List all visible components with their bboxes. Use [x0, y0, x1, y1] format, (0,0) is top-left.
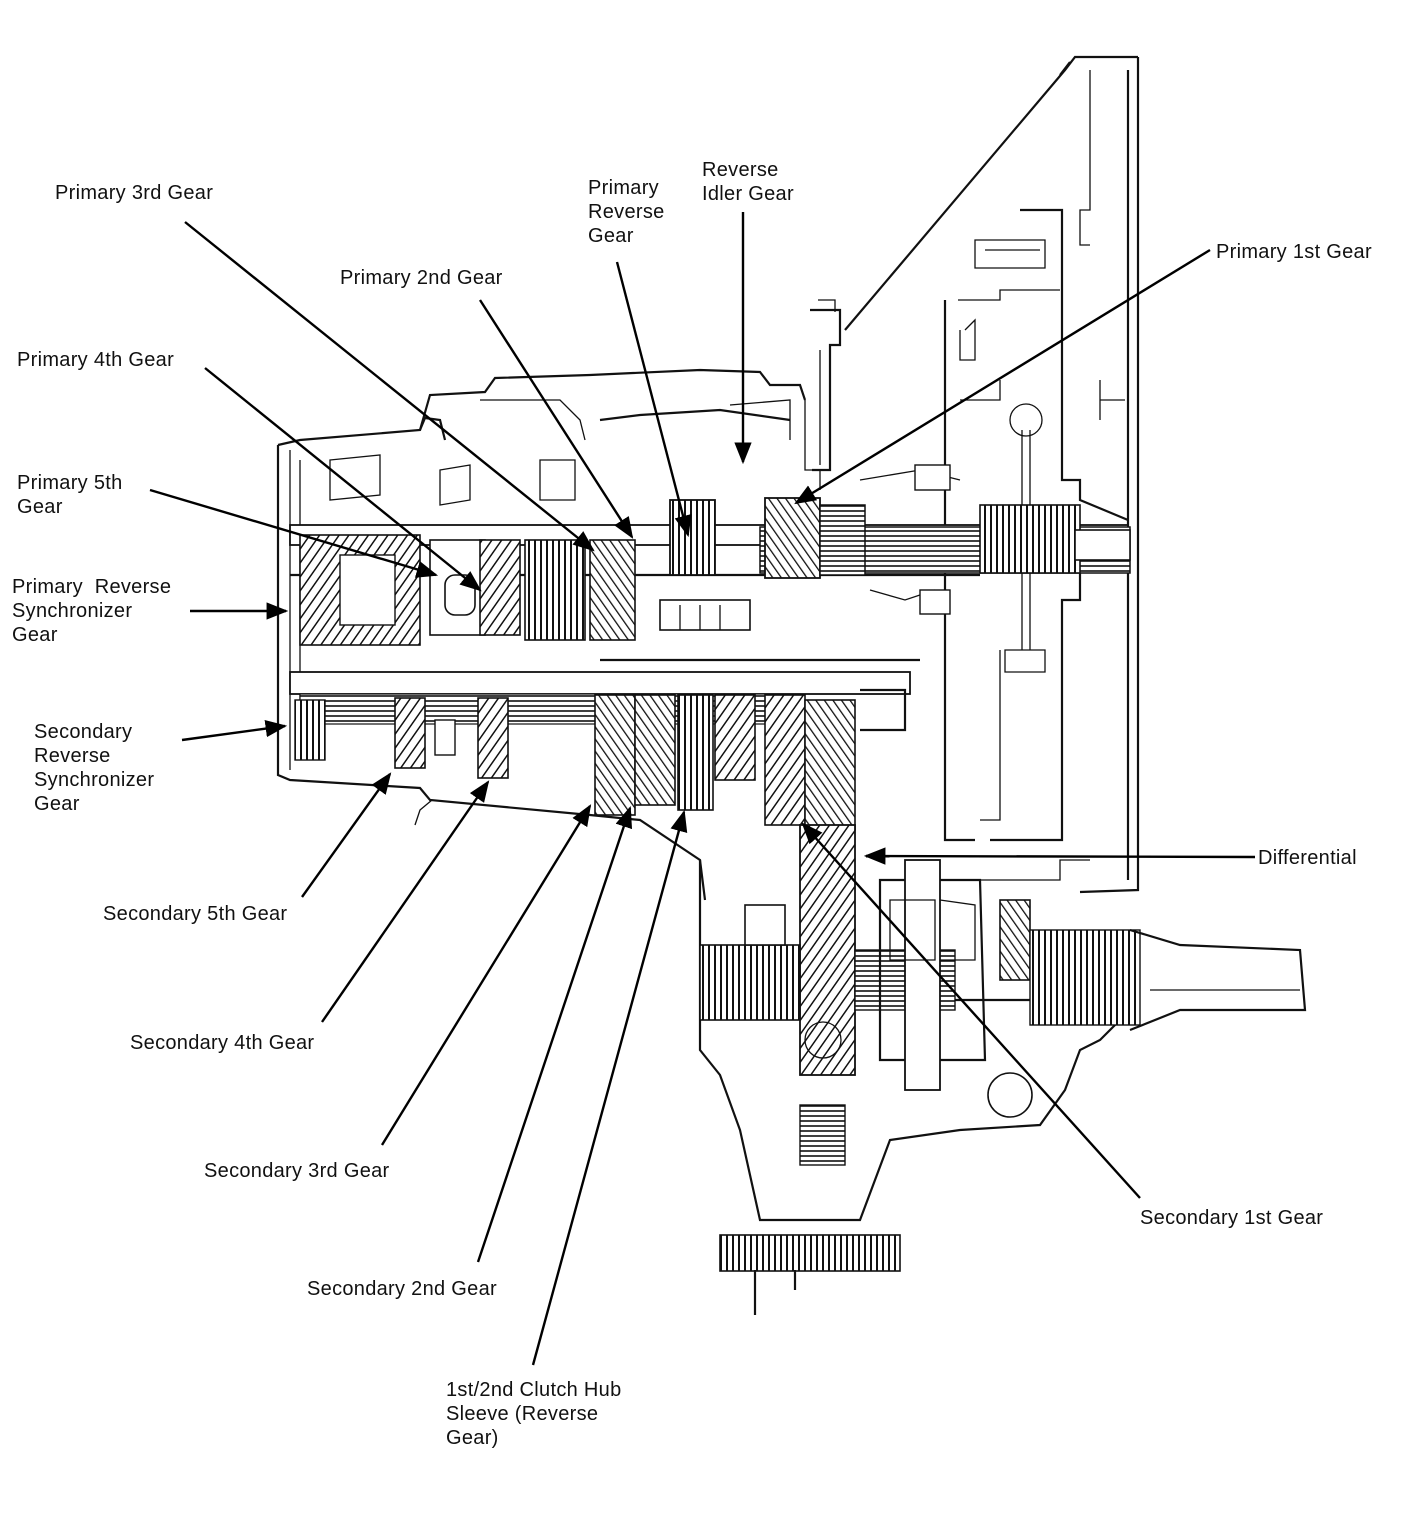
bell-housing [844, 55, 1140, 894]
leader-primary-4th [204, 367, 482, 592]
label-clutch-hub-sleeve-reverse-gear: 1st/2nd Clutch Hub Sleeve (Reverse Gear) [446, 1379, 622, 1449]
leader-secondary-1st [801, 822, 1141, 1199]
label-reverse-idler-gear: Reverse Idler Gear [702, 159, 794, 205]
primary-gear-cluster [299, 454, 951, 646]
leader-primary-5th [149, 488, 439, 578]
secondary-gear-cluster [294, 694, 856, 831]
leader-secondary-4th [321, 780, 490, 1023]
label-secondary-5th-gear: Secondary 5th Gear [103, 903, 288, 925]
label-secondary-2nd-gear: Secondary 2nd Gear [307, 1278, 497, 1300]
label-primary-4th-gear: Primary 4th Gear [17, 349, 175, 371]
differential-assembly [698, 824, 1307, 1315]
label-secondary-1st-gear: Secondary 1st Gear [1140, 1207, 1324, 1229]
leader-secondary-3rd [380, 804, 592, 1146]
leader-secondary-5th [301, 772, 392, 898]
label-primary-reverse-synchronizer-gear: Primary Reverse Synchronizer Gear [12, 576, 172, 646]
label-primary-3rd-gear: Primary 3rd Gear [55, 182, 214, 204]
label-primary-reverse-gear: Primary Reverse Gear [588, 177, 665, 247]
leader-primary-1st [794, 248, 1211, 505]
leader-differential [863, 847, 1256, 865]
leader-secondary-reverse-sync [181, 720, 288, 742]
leader-secondary-2nd [476, 805, 633, 1263]
leader-primary-2nd [478, 299, 634, 539]
label-secondary-reverse-synchronizer-gear: Secondary Reverse Synchronizer Gear [34, 721, 155, 815]
label-primary-1st-gear: Primary 1st Gear [1216, 241, 1372, 263]
leader-clutch-hub-sleeve [531, 809, 688, 1366]
label-secondary-3rd-gear: Secondary 3rd Gear [204, 1160, 390, 1182]
leader-primary-3rd [184, 221, 595, 552]
leader-primary-reverse-gear [615, 261, 692, 538]
label-differential: Differential [1258, 847, 1357, 869]
label-primary-5th-gear: Primary 5th Gear [17, 472, 123, 518]
label-primary-2nd-gear: Primary 2nd Gear [340, 267, 503, 289]
label-secondary-4th-gear: Secondary 4th Gear [130, 1032, 315, 1054]
leader-lines [149, 212, 1256, 1366]
